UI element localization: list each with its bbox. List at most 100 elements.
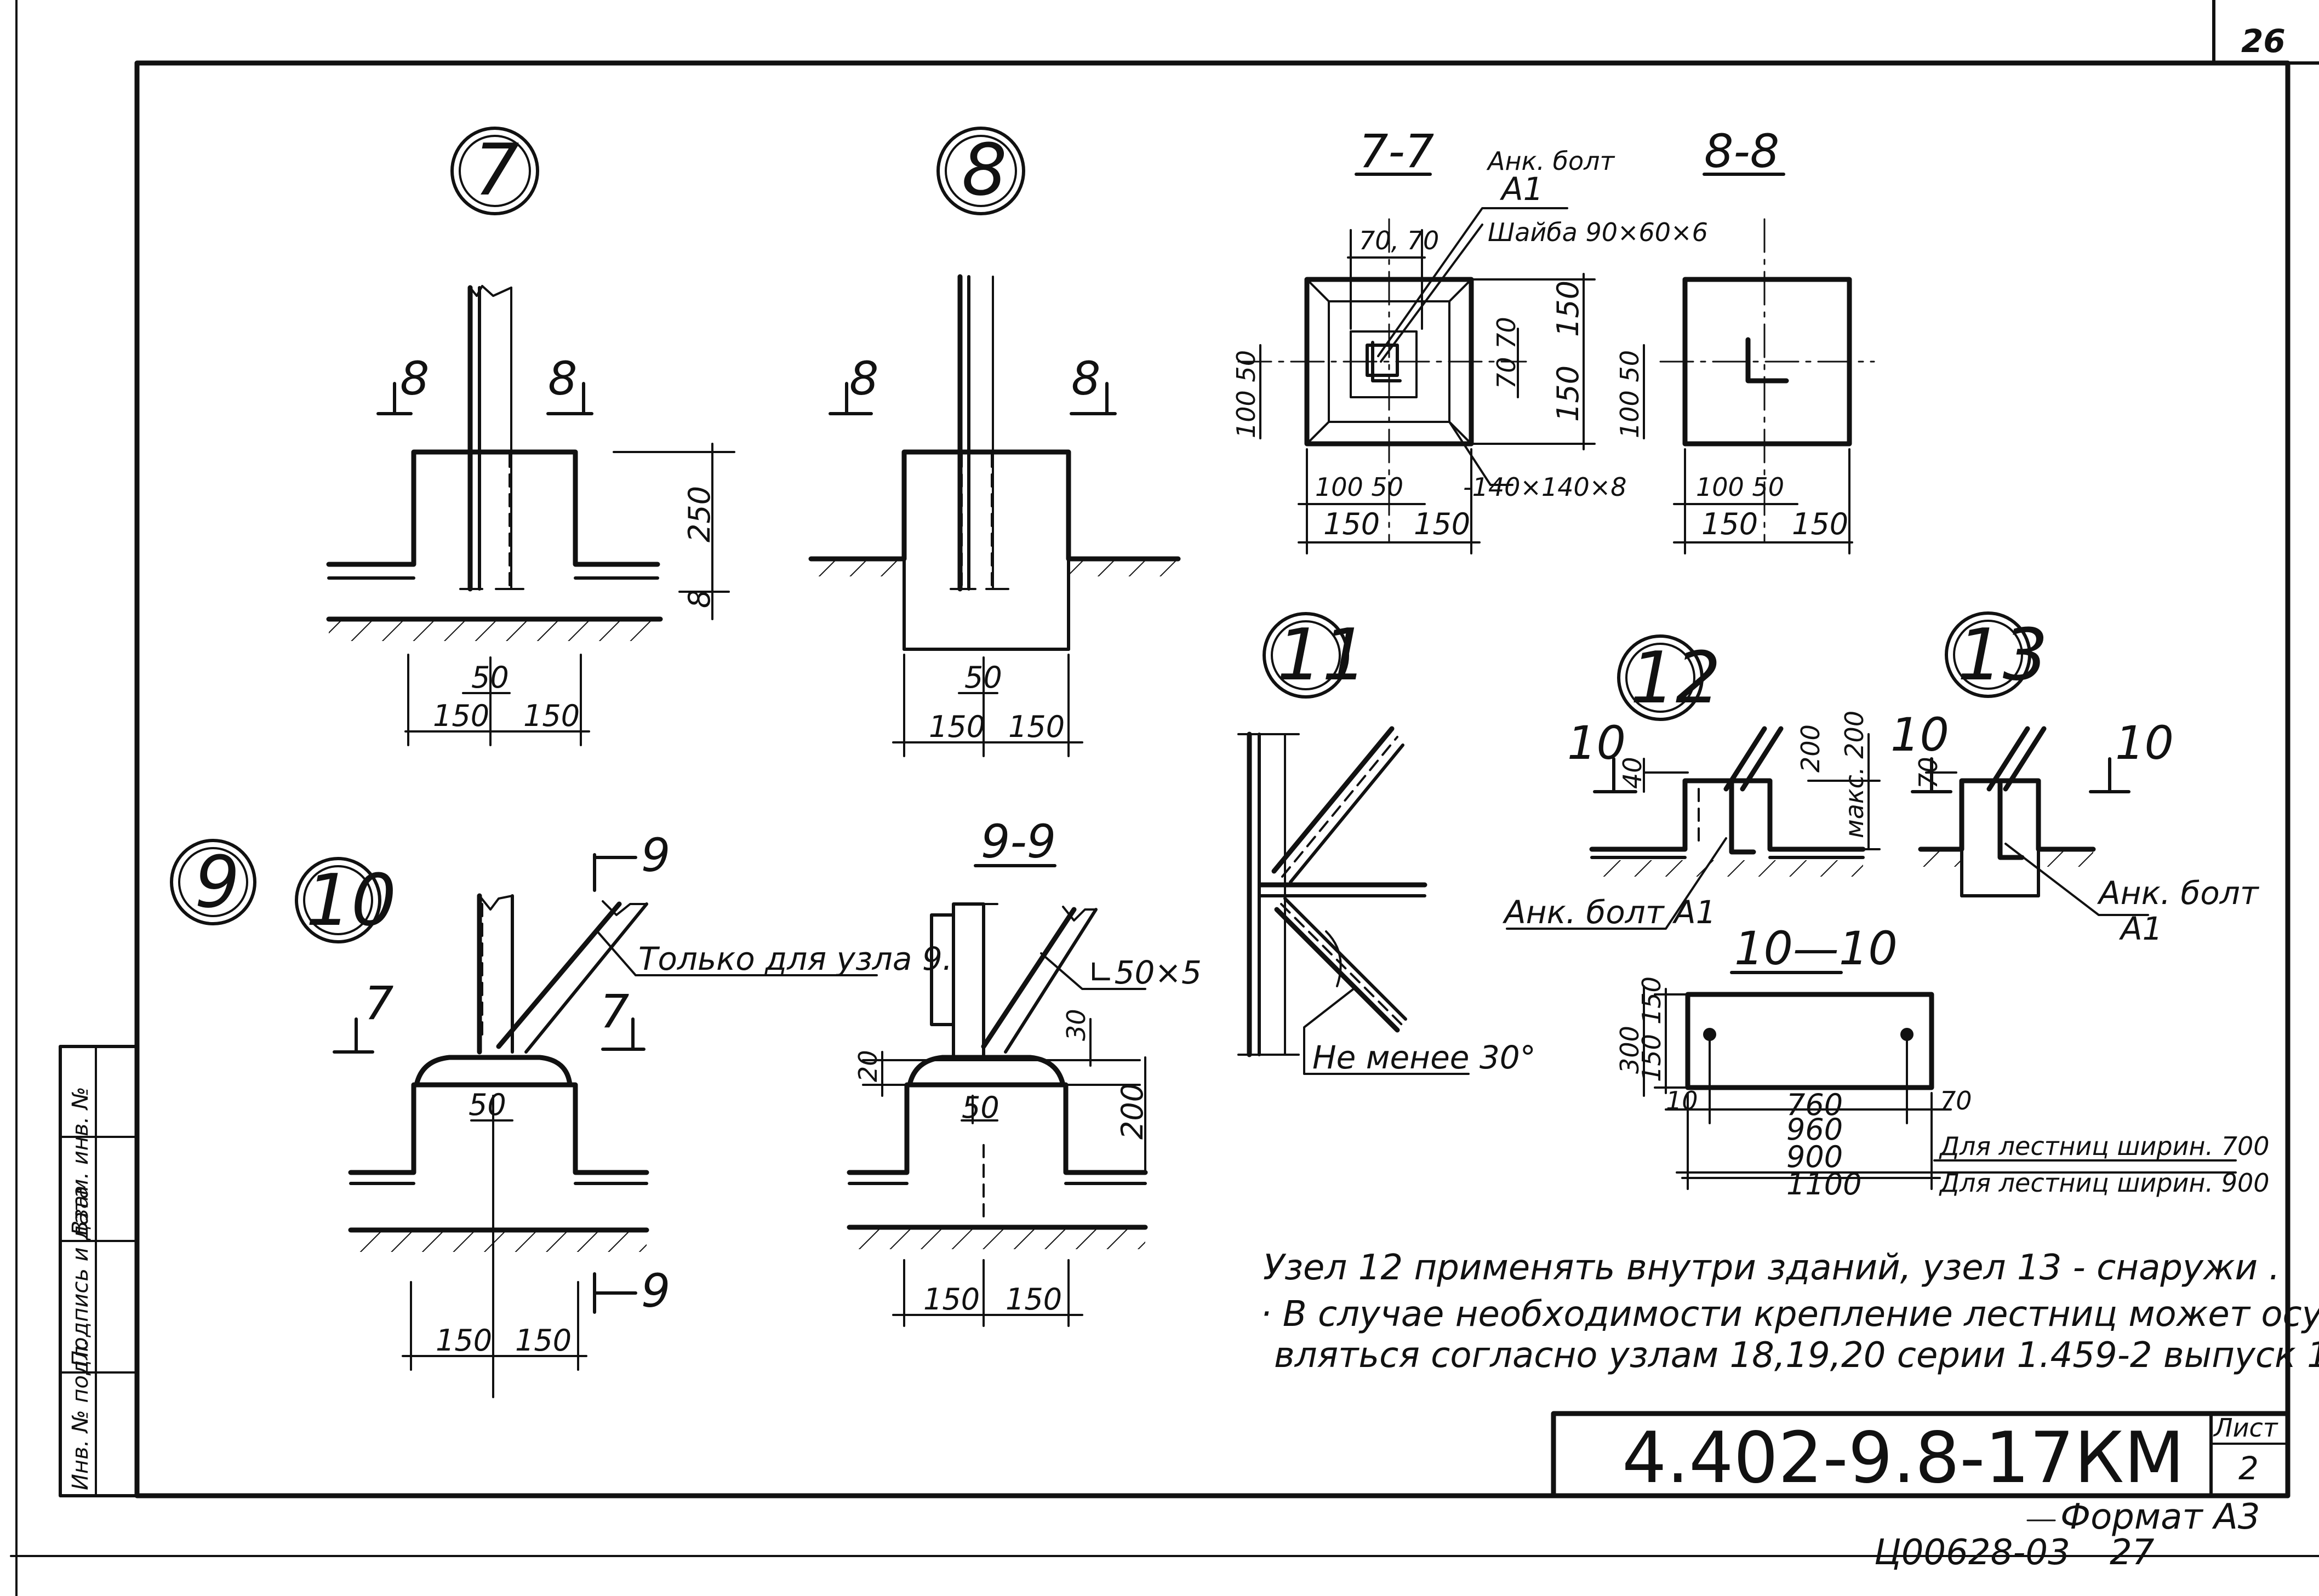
node-9-cut-7-right: 7 <box>600 985 629 1038</box>
note-line-3: вляться согласно узлам 18,19,20 серии 1.… <box>1274 1335 2319 1376</box>
sheet-corner-number: 26 <box>2241 22 2286 60</box>
node-7-cut-right: 8 <box>548 352 577 405</box>
section-10-10-title: 10—10 <box>1734 922 1898 975</box>
node-9-10-drawing <box>170 839 878 1398</box>
node-7-dim-8: 8 <box>682 590 717 608</box>
node-11-label: 11 <box>1277 613 1367 696</box>
stamp-signature-date: Подпись и дата <box>68 1186 93 1367</box>
s88-dim-100-50: 100 50 <box>1696 472 1784 502</box>
node-12-label: 12 <box>1630 636 1721 719</box>
section-7-7-title: 7-7 <box>1359 124 1434 178</box>
s99-dim-150-right: 150 <box>1006 1282 1062 1317</box>
s1010-dim-150a: 150 <box>1637 976 1666 1025</box>
label-angle: ∟50×5 <box>1088 954 1202 991</box>
label-min-angle: Не менее 30° <box>1312 1039 1536 1076</box>
s77-dim-150-left: 150 <box>1323 507 1380 541</box>
node-7-drawing <box>326 127 735 746</box>
s77-dim-100-50-v: 100 50 <box>1231 350 1261 438</box>
note-line-2: · В случае необходимости крепление лестн… <box>1260 1294 2319 1335</box>
archive-code: Ц00628-03 <box>1874 1532 2070 1573</box>
sheet-number: 2 <box>2238 1450 2259 1487</box>
s99-dim-150-left: 150 <box>923 1282 980 1317</box>
s99-dim-20: 20 <box>853 1050 883 1082</box>
section-10-10-drawing <box>1643 971 2237 1190</box>
node-13-label: 13 <box>1957 613 2048 696</box>
label-only-node9: Только для узла 9. <box>638 940 952 977</box>
label-max200: макс. 200 <box>1840 711 1869 838</box>
node-9-cut-bottom: 9 <box>641 1264 670 1318</box>
node-8-label: 8 <box>962 128 1007 211</box>
node-13-dim-70: 70 <box>1914 757 1943 789</box>
side-stamp <box>59 1045 139 1497</box>
s77-dim-70-70-v: 70 70 <box>1492 317 1521 389</box>
node-9-label: 9 <box>195 840 240 924</box>
label-anchor-bolt-a1: Анк. болт А1 <box>1502 894 1716 931</box>
s1010-dim-300: 300 <box>1615 1026 1644 1074</box>
node-13-cut-left: 10 <box>1890 708 1949 762</box>
s88-dim-100-50-v: 100 50 <box>1615 350 1644 438</box>
node-8-dim-150-left: 150 <box>929 710 985 744</box>
node-9-dim-150-right: 150 <box>515 1323 572 1358</box>
label-anchor-bolt-77: Анк. болт <box>1486 146 1615 176</box>
s88-dim-150-left: 150 <box>1701 507 1758 541</box>
node-8-cut-right: 8 <box>1071 352 1100 405</box>
sheet-frame <box>10 0 2319 1596</box>
s1010-dim-900: 900 <box>1786 1140 1843 1174</box>
label-washer: Шайба 90×60×6 <box>1488 218 1708 247</box>
s1010-dim-960: 960 <box>1786 1112 1843 1147</box>
node-7-dim-50: 50 <box>471 660 509 695</box>
node-11-drawing <box>1237 612 1470 1075</box>
s1010-dim-70: 70 <box>1940 1086 1972 1116</box>
section-7-7-drawing <box>1237 173 1596 554</box>
node-7-dim-250: 250 <box>682 486 717 542</box>
s1010-dim-1100: 1100 <box>1786 1167 1861 1202</box>
section-8-8-drawing <box>1643 173 1875 554</box>
note-line-1: Узел 12 применять внутри зданий, узел 13… <box>1263 1248 2280 1288</box>
s99-dim-50: 50 <box>962 1090 999 1125</box>
sheet-label: Лист <box>2213 1413 2278 1443</box>
drawing-designation: 4.402-9.8-17КМ <box>1622 1417 2185 1499</box>
s1010-dim-760: 760 <box>1786 1088 1843 1122</box>
s77-dim-150-bot: 150 <box>1551 365 1585 422</box>
label-a1-13: А1 <box>2118 910 2163 947</box>
node-7-cut-left: 8 <box>400 352 429 405</box>
s88-dim-150-right: 150 <box>1792 507 1848 541</box>
node-8-dim-50: 50 <box>964 660 1002 695</box>
s99-dim-30: 30 <box>1061 1009 1091 1041</box>
node-9-cut-7-left: 7 <box>364 976 393 1030</box>
s77-dim-150-right: 150 <box>1414 507 1470 541</box>
label-stair900: Для лестниц ширин. 900 <box>1939 1168 2270 1198</box>
node-13-cut-right: 10 <box>2115 716 2174 770</box>
node-7-dim-150-right: 150 <box>523 699 580 733</box>
format-label: Формат А3 <box>2060 1497 2260 1537</box>
s77-dim-100-50: 100 50 <box>1315 472 1403 502</box>
node-12-cut-left: 10 <box>1567 716 1626 770</box>
node-9-dim-150-left: 150 <box>436 1323 492 1358</box>
node-9-dim-50: 50 <box>469 1088 506 1122</box>
node-12-dim-40: 40 <box>1618 757 1647 789</box>
s1010-dim-10-left: 10 <box>1666 1086 1698 1116</box>
label-a1-77: А1 <box>1499 170 1544 208</box>
node-13-drawing <box>1911 611 2149 916</box>
node-9-cut-top: 9 <box>641 828 670 882</box>
node-8-dim-150-right: 150 <box>1008 710 1065 744</box>
node-7-dim-150-left: 150 <box>433 699 489 733</box>
node-12-dim-200: 200 <box>1796 724 1825 773</box>
s77-dim-150-top: 150 <box>1551 281 1585 337</box>
label-anchor-bolt-13: Анк. болт <box>2097 874 2260 912</box>
title-block <box>1551 1411 2291 1498</box>
node-12-drawing <box>1506 634 1881 930</box>
node-8-cut-left: 8 <box>849 352 878 405</box>
stamp-inv-no: Инв. № подл. <box>68 1339 93 1490</box>
label-plate: -140×140×8 <box>1463 472 1627 502</box>
archive-number: 27 <box>2110 1532 2155 1573</box>
node-8-drawing <box>808 127 1181 757</box>
node-10-label: 10 <box>306 859 396 942</box>
s1010-dim-150b: 150 <box>1637 1034 1666 1082</box>
s99-dim-200: 200 <box>1115 1083 1150 1140</box>
section-9-9-drawing <box>847 864 1148 1327</box>
label-stair700: Для лестниц ширин. 700 <box>1939 1131 2270 1161</box>
stamp-replace-inv: Взам. инв. № <box>68 1086 93 1235</box>
section-9-9-title: 9-9 <box>981 815 1056 868</box>
